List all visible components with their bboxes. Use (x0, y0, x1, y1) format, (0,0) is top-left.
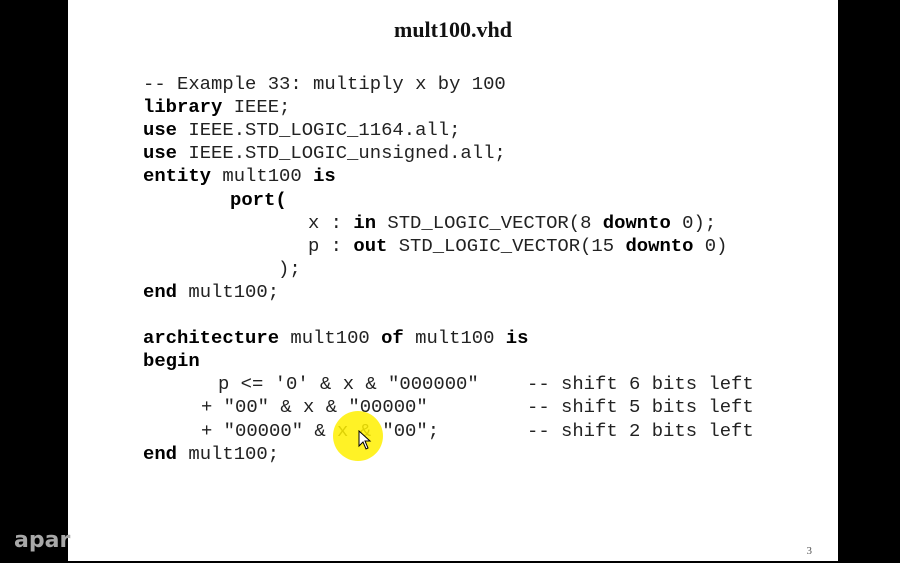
code-line: p : out STD_LOGIC_VECTOR(15 downto 0) (308, 235, 727, 258)
code-keyword: use (143, 119, 178, 142)
cursor-highlight (333, 411, 383, 461)
slide-title: mult100.vhd (394, 17, 512, 42)
code-line: p <= '0' & x & "000000" (218, 373, 479, 396)
code-text: mult100; (177, 280, 280, 303)
code-keyword: in (353, 211, 377, 234)
code-text: + "00" & x & "00000" (201, 396, 428, 419)
code-line: -- Example 33: multiply x by 100 (143, 73, 506, 96)
code-line: use IEEE.STD_LOGIC_1164.all; (143, 119, 460, 142)
code-line: architecture mult100 of mult100 is (143, 327, 528, 350)
code-text: 0); (670, 211, 717, 234)
page-number: 3 (806, 545, 813, 557)
slide: mult100.vhd -- Example 33: multiply x by… (68, 0, 838, 561)
code-text: STD_LOGIC_VECTOR(8 (376, 211, 603, 234)
code-text: p : (308, 234, 354, 257)
code-line: end mult100; (143, 443, 279, 466)
code-line: entity mult100 is (143, 165, 336, 188)
code-keyword: is (313, 165, 336, 188)
code-text: mult100; (177, 442, 280, 465)
code-text: IEEE; (222, 96, 291, 119)
code-keyword: of (381, 327, 404, 350)
code-text: IEEE.STD_LOGIC_1164.all; (177, 119, 461, 142)
code-line: x : in STD_LOGIC_VECTOR(8 downto 0); (308, 212, 716, 235)
code-line: port( (230, 189, 287, 212)
code-comment: -- shift 5 bits left (527, 396, 754, 419)
code-line: + "00" & x & "00000" (201, 396, 428, 419)
code-line: library IEEE; (143, 96, 290, 119)
code-keyword: entity (143, 165, 212, 188)
code-line: use IEEE.STD_LOGIC_unsigned.all; (143, 142, 506, 165)
code-line: end mult100; (143, 281, 279, 304)
code-keyword: downto (602, 211, 671, 234)
code-text: ); (278, 257, 301, 280)
code-line: ); (278, 258, 301, 281)
code-text: mult100 (211, 165, 314, 188)
code-keyword: port( (230, 188, 287, 211)
code-text: IEEE.STD_LOGIC_unsigned.all; (177, 142, 506, 165)
code-text: -- Example 33: multiply x by 100 (143, 73, 506, 95)
code-keyword: is (505, 327, 529, 350)
mouse-pointer-icon (358, 430, 372, 450)
code-comment: -- shift 6 bits left (527, 373, 754, 396)
code-text: x : (308, 211, 354, 234)
code-keyword: end (143, 280, 178, 303)
watermark-logo: apar (14, 528, 71, 553)
code-line: begin (143, 350, 200, 373)
code-keyword: begin (143, 350, 200, 373)
code-keyword: architecture (143, 327, 280, 350)
code-line: + "00000" & x & "00"; (201, 420, 439, 443)
code-text: mult100 (403, 327, 506, 350)
code-text: + "00000" & x & "00"; (201, 419, 440, 442)
code-text: 0) (693, 234, 728, 257)
code-text: p <= '0' & x & "000000" (218, 373, 479, 396)
code-keyword: end (143, 442, 178, 465)
code-keyword: downto (625, 234, 694, 257)
code-keyword: use (143, 142, 178, 165)
code-text: mult100 (279, 327, 382, 350)
code-text: STD_LOGIC_VECTOR(15 (387, 234, 626, 257)
code-keyword: library (143, 96, 223, 119)
code-keyword: out (353, 234, 388, 257)
code-comment: -- shift 2 bits left (527, 419, 754, 442)
